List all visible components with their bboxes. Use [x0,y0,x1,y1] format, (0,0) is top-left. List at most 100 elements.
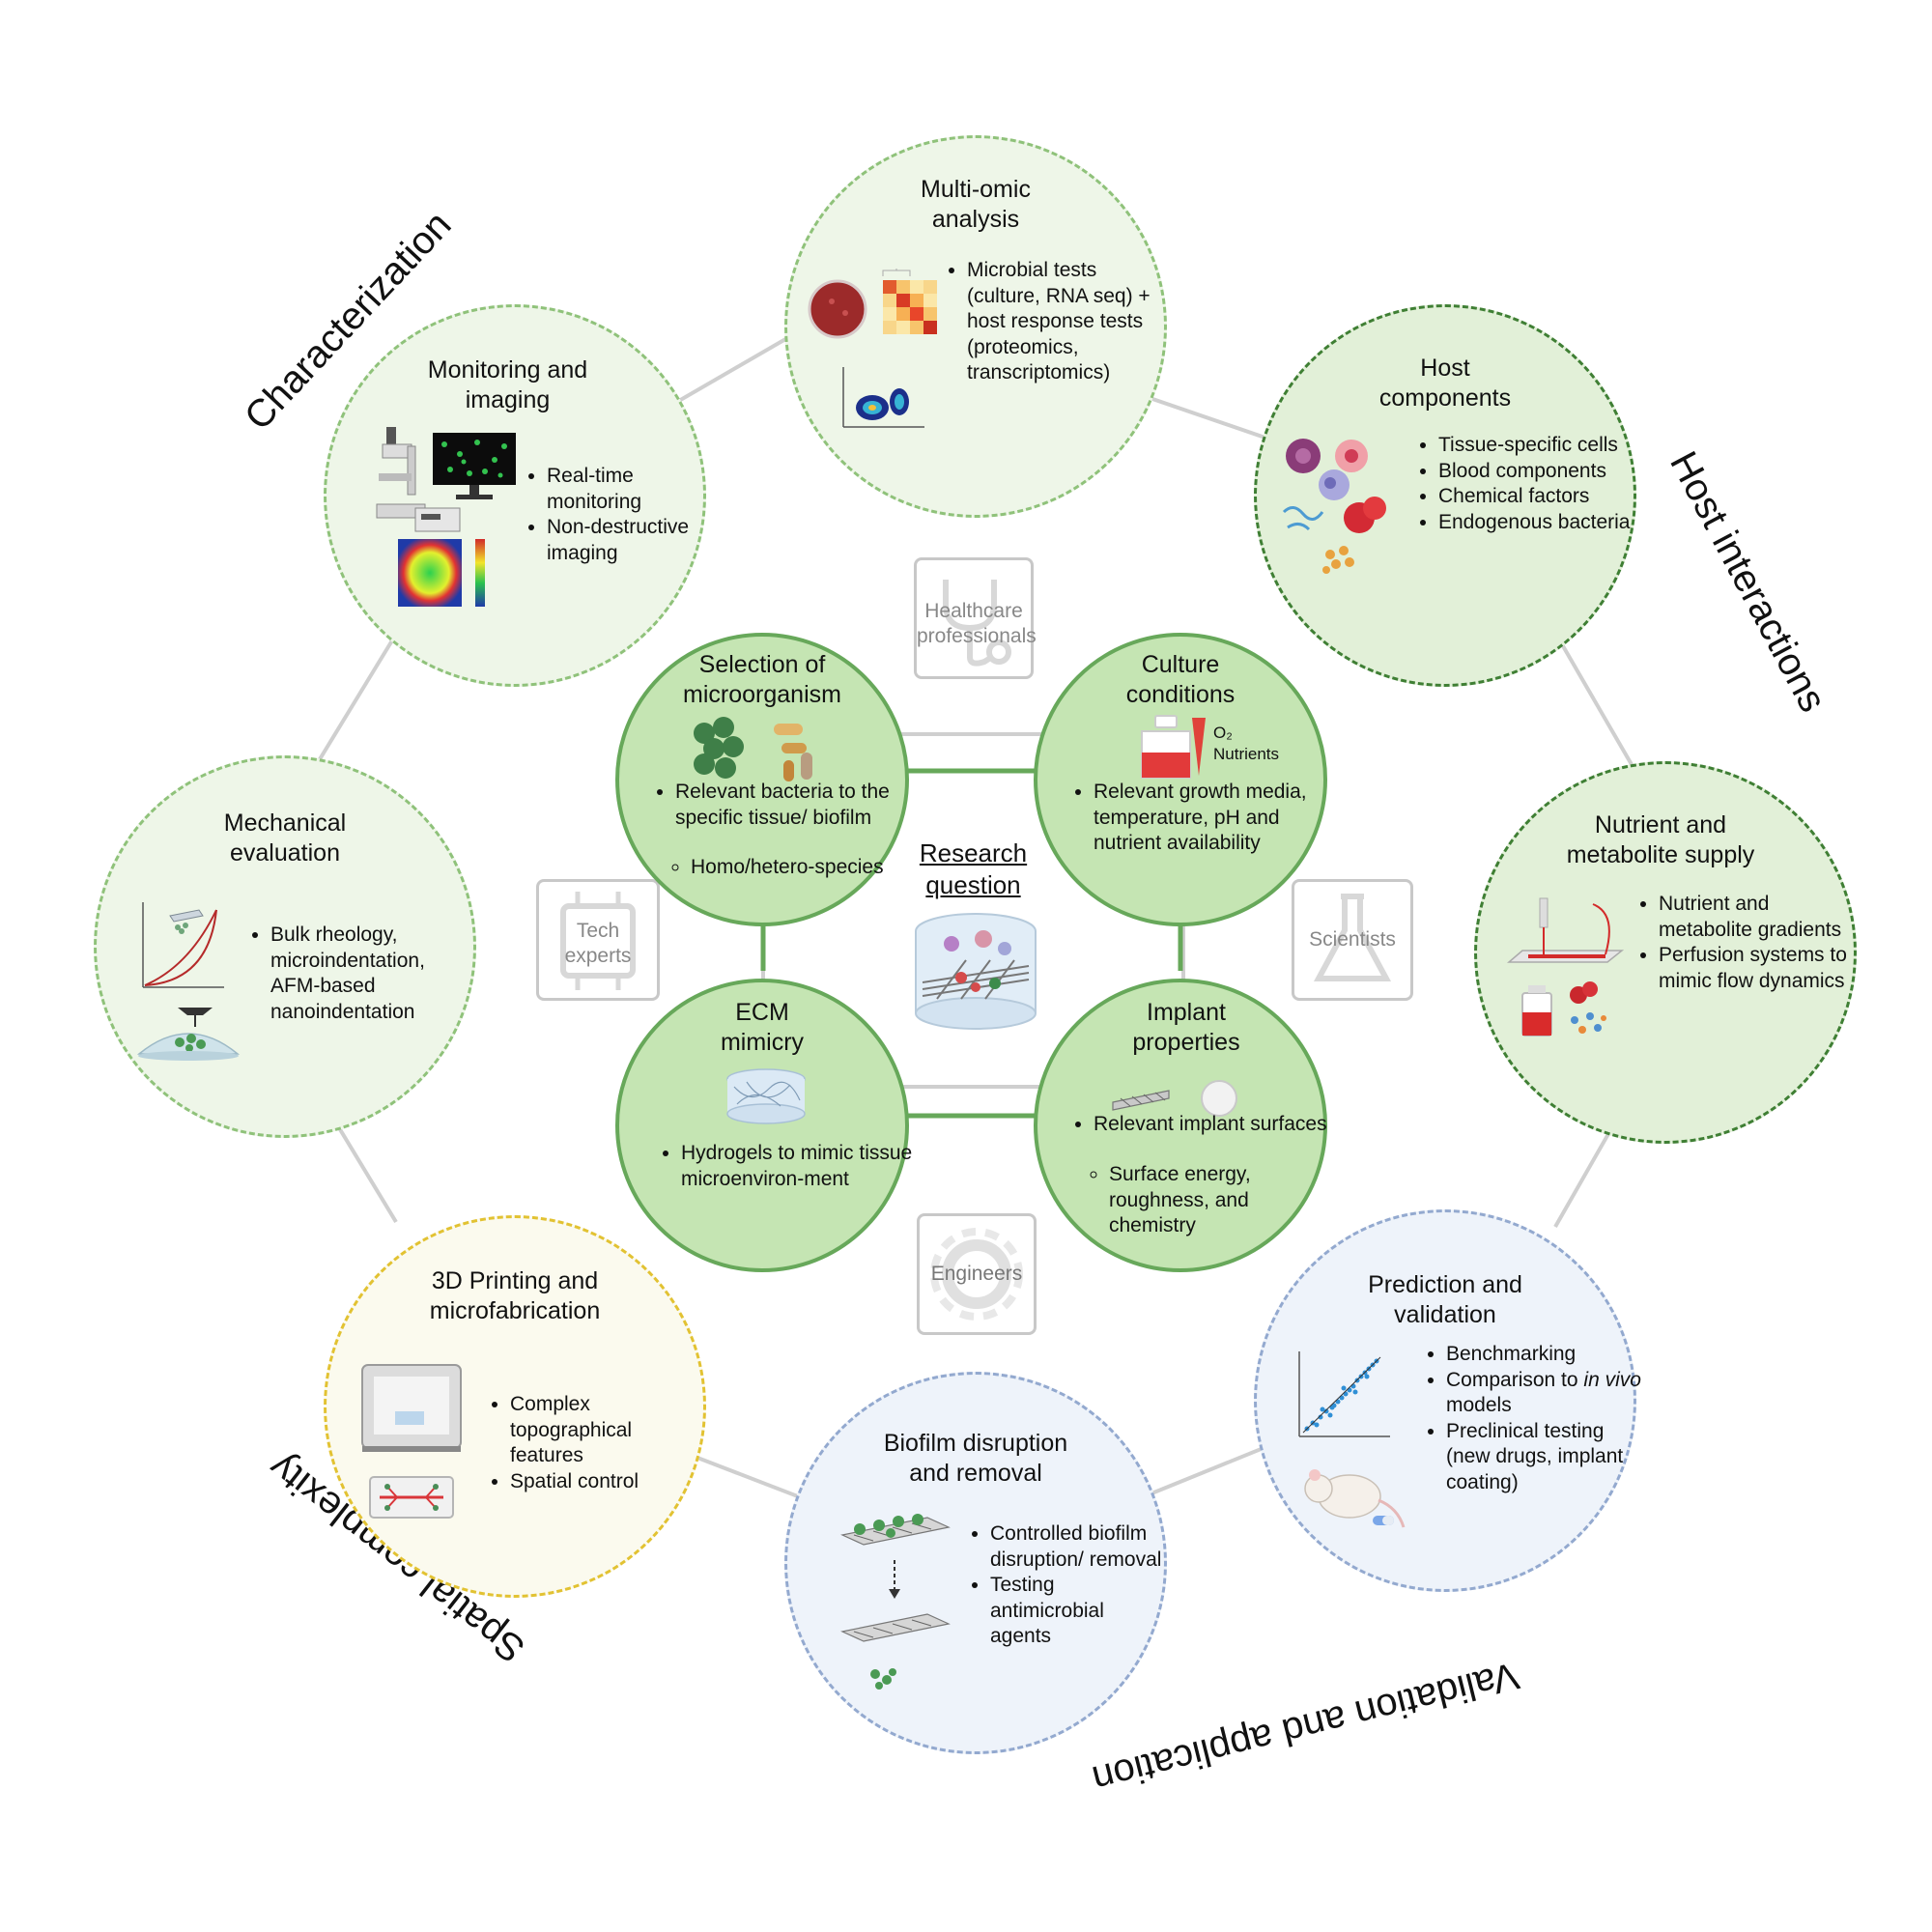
inner-implant-title: Implant properties [1049,998,1323,1058]
outer-prediction-title-line2: validation [1394,1301,1496,1328]
inner-microorganism-title: Selection of microorganism [619,650,905,710]
outer-mechanical-title: Mechanical evaluation [97,809,473,868]
inner-ecm-title-line1: ECM [735,999,789,1026]
inner-culture-title-line2: conditions [1125,681,1236,708]
inner-culture-title-line1: Culture [1141,651,1220,678]
inner-culture-bullet: Relevant growth media, temperature, pH a… [1094,780,1325,857]
inner-circle-microorganism: Selection of microorganism Relevant bact… [615,633,909,926]
research-question: Research question [874,838,1072,901]
biofilm-removal-icon [840,1514,951,1690]
outer-multiomic-bullet: Microbial tests (culture, RNA seq) + hos… [967,258,1170,386]
outer-prediction-bullet-3: Preclinical testing (new drugs, implant … [1446,1419,1649,1496]
outer-prediction-models: models [1446,1394,1512,1416]
inner-circle-ecm: ECM mimicry Hydrogels to mimic tissue mi… [615,979,912,1272]
inner-ecm-bullet: Hydrogels to mimic tissue microenviron-m… [681,1141,913,1192]
outer-biofilm-bullets: Controlled biofilm disruption/ removal T… [963,1521,1164,1650]
outer-circle-biofilm: Biofilm disruption and removal Controlle… [784,1372,1167,1754]
role-tech-experts: Tech experts [536,879,660,1001]
hydrogel-icon [726,1068,806,1124]
inner-ecm-title: ECM mimicry [619,998,905,1058]
bacteria-cluster-icon [694,717,812,781]
role-scientists-text: Scientists [1309,928,1396,951]
outer-host-bullet-4: Endogenous bacteria [1438,510,1653,536]
outer-multiomic-title-line1: Multi-omic [921,176,1031,203]
outer-monitoring-bullets: Real-time monitoring Non-destructive ima… [520,464,711,566]
outer-multiomic-bullets: Microbial tests (culture, RNA seq) + hos… [940,258,1170,386]
outer-host-title-line2: components [1378,384,1512,412]
inner-circle-implant: Implant properties Relevant implant surf… [1034,979,1327,1272]
gradient-triangle-icon [1192,718,1206,776]
outer-host-bullet-1: Tissue-specific cells [1438,433,1653,459]
outer-host-bullet-2: Blood components [1438,459,1653,485]
outer-circle-monitoring: Monitoring and imaging [324,304,706,687]
outer-monitoring-title-line2: imaging [465,386,551,413]
culture-flask-icon [1141,715,1191,779]
outer-monitoring-title-line1: Monitoring and [427,356,588,384]
stethoscope-icon [943,580,1011,667]
inner-implant-bullet: Relevant implant surfaces [1094,1112,1335,1138]
inner-microorganism-subbullet: Homo/hetero-species [691,855,884,881]
outer-printing-title-line1: 3D Printing and [431,1267,599,1294]
role-engineers-text: Engineers [930,1263,1023,1285]
perfusion-system-icon [1506,897,1625,1037]
outer-prediction-title: Prediction and validation [1257,1270,1634,1330]
role-tech-line1: Tech [576,920,620,942]
outer-host-bullets: Tissue-specific cells Blood components C… [1411,433,1653,535]
heatmap-icon [882,269,937,334]
outer-circle-multiomic: Multi-omic analysis Microbial tests (cul… [784,135,1167,518]
implant-surface-icon [1112,1080,1237,1117]
flask-icon [1313,894,1392,981]
outer-monitoring-title: Monitoring and imaging [312,355,703,415]
outer-biofilm-title-line2: and removal [909,1460,1042,1487]
outer-host-title-line1: Host [1420,355,1470,382]
host-cells-icon [1282,439,1386,574]
flow-cytometry-icon [842,367,924,428]
inner-microorganism-bullets: Relevant bacteria to the specific tissue… [648,780,907,831]
role-tech-line2: experts [564,945,632,967]
outer-biofilm-bullet-1: Controlled biofilm disruption/ removal [990,1521,1164,1573]
outer-circle-nutrient: Nutrient and metabolite supply Nutrient … [1474,761,1857,1144]
research-question-line1: Research [919,838,1028,867]
outer-nutrient-bullet-2: Perfusion systems to mimic flow dynamics [1659,943,1866,994]
outer-printing-bullets: Complex topographical features Spatial c… [483,1392,703,1494]
outer-prediction-title-line1: Prediction and [1368,1271,1522,1298]
inner-microorganism-subbullets: Homo/hetero-species [662,855,884,881]
petri-dish-icon [808,279,867,339]
gear-icon [930,1228,1023,1321]
afm-indentation-icon [136,1008,241,1061]
role-engineers: Engineers [917,1213,1037,1335]
3d-printer-icon [361,1364,462,1519]
outer-nutrient-title-line2: metabolite supply [1566,841,1755,868]
outer-prediction-in-vivo: in vivo [1583,1368,1641,1391]
outer-printing-title: 3D Printing and microfabrication [327,1266,703,1326]
role-healthcare-professionals: Healthcare professionals [914,557,1037,679]
outer-circle-host: Host components Tissue-specific cells Bl… [1254,304,1636,687]
inner-implant-title-line2: properties [1132,1029,1240,1056]
inner-implant-bullets: Relevant implant surfaces [1066,1112,1335,1138]
outer-mechanical-bullet: Bulk rheology, microindentation, AFM-bas… [270,923,478,1025]
outer-nutrient-bullets: Nutrient and metabolite gradients Perfus… [1632,892,1866,994]
mouse-icon [1304,1469,1406,1528]
inner-circle-culture: Culture conditions O₂ Nutrients Relevant… [1034,633,1327,926]
inner-microorganism-title-line2: microorganism [683,681,841,708]
outer-prediction-bullets: Benchmarking Comparison to in vivo model… [1419,1342,1649,1495]
outer-nutrient-title: Nutrient and metabolite supply [1467,810,1854,870]
heatmap-image-icon [398,539,485,607]
scaffold-biofilm-icon [915,913,1037,1030]
outer-printing-title-line2: microfabrication [429,1297,601,1324]
load-depth-plot-icon [142,902,224,988]
outer-printing-bullet-2: Spatial control [510,1469,703,1495]
inner-ecm-bullets: Hydrogels to mimic tissue microenviron-m… [654,1141,913,1192]
inner-implant-subbullets: Surface energy, roughness, and chemistry [1080,1162,1302,1239]
inner-culture-bullets: Relevant growth media, temperature, pH a… [1066,780,1325,857]
outer-multiomic-title: Multi-omic analysis [787,175,1164,235]
outer-monitoring-bullet-1: Real-time monitoring [547,464,711,515]
role-healthcare-line2: professionals [917,625,1037,647]
outer-prediction-bullet-2-text: Comparison to [1446,1368,1578,1391]
outer-monitoring-bullet-2: Non-destructive imaging [547,515,711,566]
outer-printing-bullet-1: Complex topographical features [510,1392,703,1469]
outer-host-title: Host components [1257,354,1634,413]
outer-prediction-bullet-2: Comparison to in vivo models [1446,1368,1649,1419]
scatter-plot-icon [1298,1351,1390,1437]
microscope-icon [376,427,426,519]
